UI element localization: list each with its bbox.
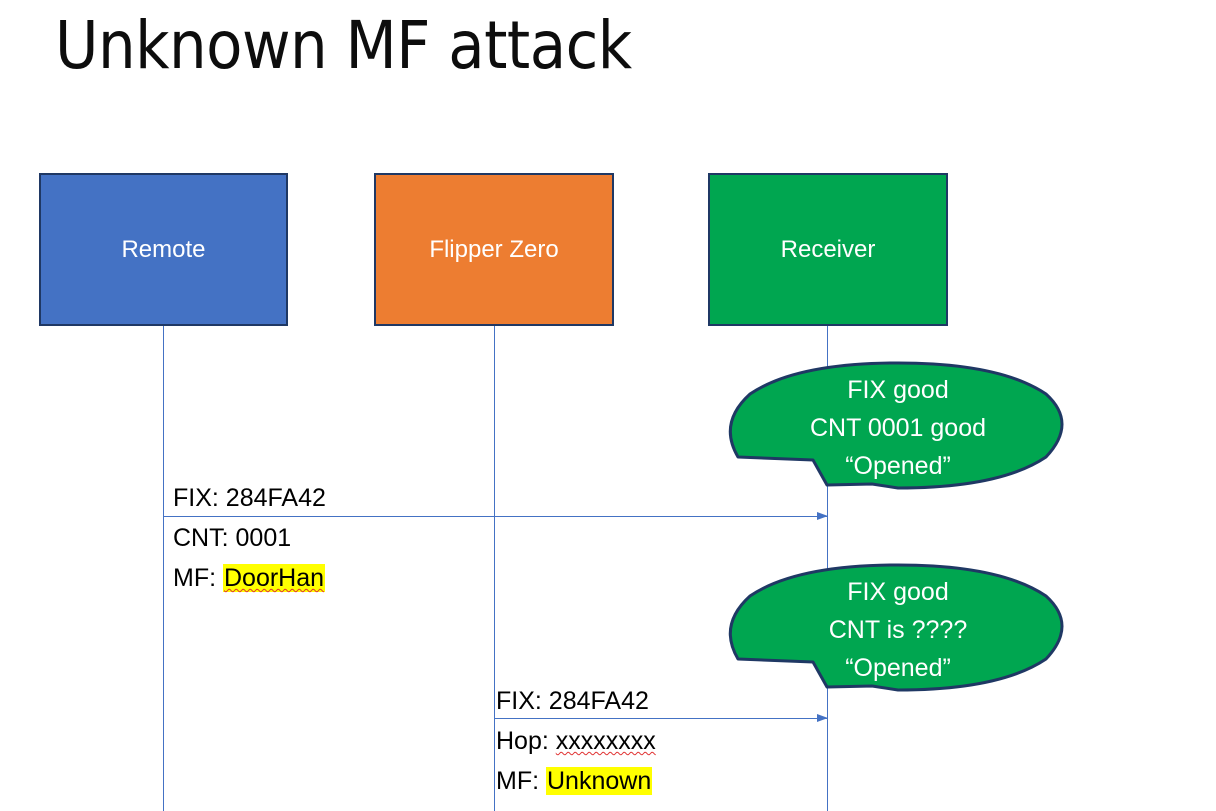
message-value-cnt: 0001 [235, 524, 292, 552]
message-line-mf: MF: DoorHan [173, 558, 326, 598]
actor-label-flipper-zero: Flipper Zero [429, 235, 559, 263]
actor-label-remote: Remote [121, 235, 206, 263]
actor-box-flipper-zero[interactable]: Flipper Zero [374, 173, 614, 326]
message-label-hop: Hop: [496, 727, 549, 755]
speech-bubble-shape-1 [728, 361, 1064, 490]
speech-bubble-shape-2 [728, 563, 1064, 692]
message-text-remote-to-receiver: FIX: 284FA42 CNT: 0001 MF: DoorHan [173, 478, 326, 598]
message-line-fix-2: FIX: 284FA42 [496, 681, 656, 721]
message-value-hop: xxxxxxxx [555, 727, 656, 755]
actor-label-receiver: Receiver [780, 235, 876, 263]
message-arrow-flipper-to-receiver [494, 713, 828, 722]
actor-box-receiver[interactable]: Receiver [708, 173, 948, 326]
message-label-mf: MF: [173, 564, 217, 592]
message-line-cnt: CNT: 0001 [173, 518, 326, 558]
message-text-flipper-to-receiver: FIX: 284FA42 Hop: xxxxxxxx MF: Unknown [496, 681, 656, 801]
page-title: Unknown MF attack [55, 7, 632, 84]
message-value-fix-2: 284FA42 [548, 687, 649, 715]
message-label-fix: FIX: [173, 484, 219, 512]
message-line-hop: Hop: xxxxxxxx [496, 721, 656, 761]
message-value-mf: DoorHan [223, 564, 326, 592]
speech-bubble-receiver-response-2: FIX good CNT is ???? “Opened” [724, 563, 1072, 693]
message-line-fix: FIX: 284FA42 [173, 478, 326, 518]
lifeline-remote [163, 326, 164, 811]
message-value-fix: 284FA42 [225, 484, 326, 512]
message-arrow-remote-to-receiver [163, 511, 828, 520]
message-label-cnt: CNT: [173, 524, 229, 552]
message-line-mf-2: MF: Unknown [496, 761, 656, 801]
message-value-mf-2: Unknown [546, 767, 653, 795]
speech-bubble-receiver-response-1: FIX good CNT 0001 good “Opened” [724, 361, 1072, 491]
actor-box-remote[interactable]: Remote [39, 173, 288, 326]
message-label-fix-2: FIX: [496, 687, 542, 715]
lifeline-flipper [494, 326, 495, 811]
message-label-mf-2: MF: [496, 767, 540, 795]
